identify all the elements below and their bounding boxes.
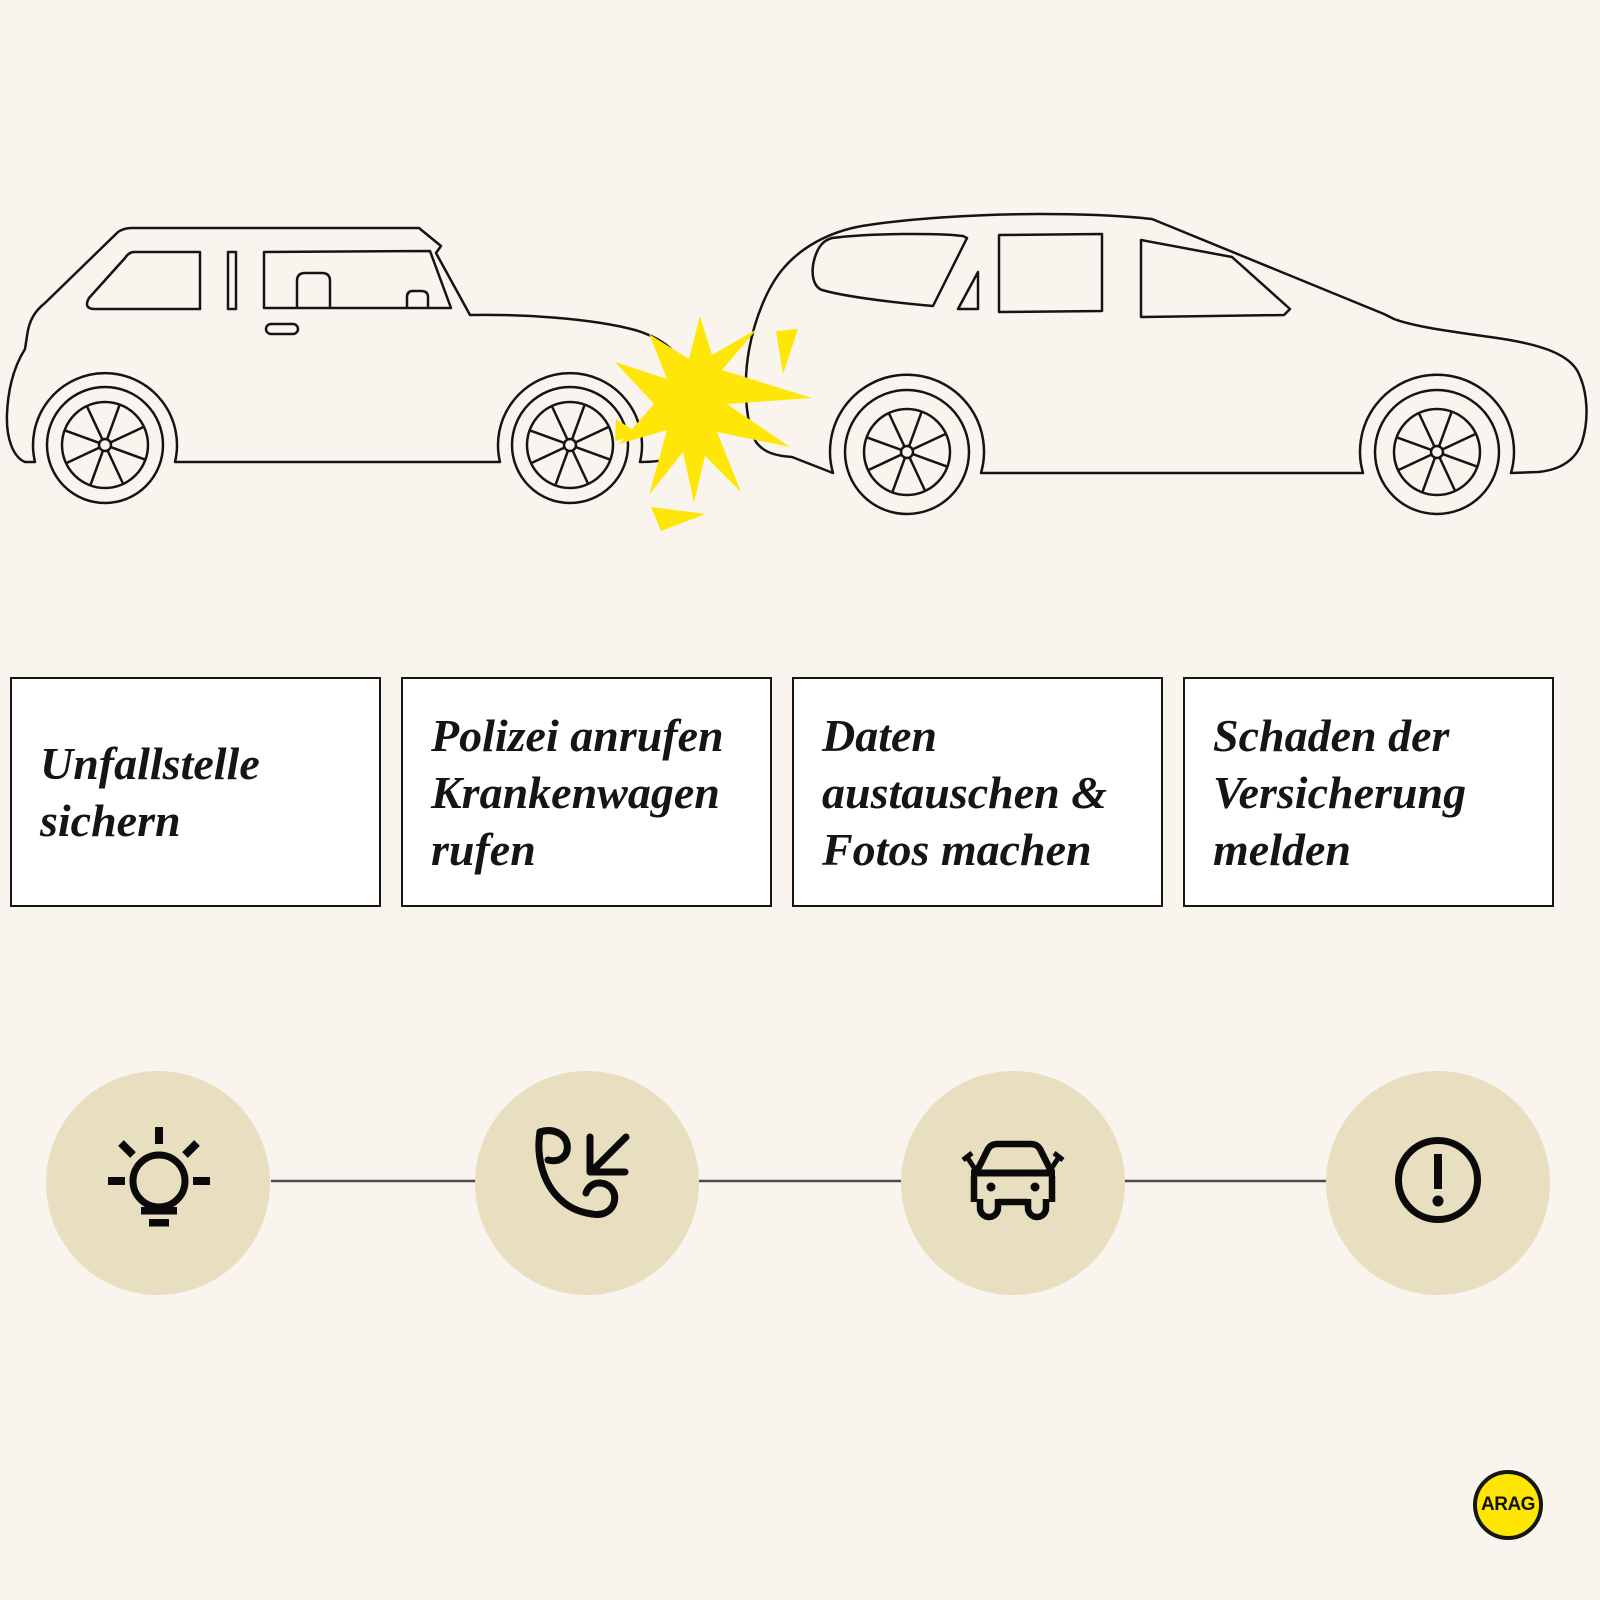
step-circle-3 <box>901 1071 1125 1295</box>
step-card-3: Daten austauschen & Fotos machen <box>792 677 1163 907</box>
step-card-line: Krankenwagen <box>431 766 720 818</box>
step-card-line: Daten <box>822 709 937 761</box>
step-card-line: Versicherung <box>1213 766 1467 818</box>
step-card-line: Schaden der <box>1213 709 1450 761</box>
step-card-4: Schaden der Versicherung melden <box>1183 677 1554 907</box>
step-card-line: rufen <box>431 823 536 875</box>
step-card-line: Fotos machen <box>822 823 1092 875</box>
step-circle-1 <box>46 1071 270 1295</box>
step-circle-2 <box>475 1071 699 1295</box>
step-card-line: Unfallstelle <box>40 738 260 789</box>
step-card-1: Unfallstelle sichern <box>10 677 381 907</box>
arag-logo-text: ARAG <box>1481 1494 1535 1515</box>
step-card-line: sichern <box>40 795 181 846</box>
step-card-2: Polizei anrufen Krankenwagen rufen <box>401 677 772 907</box>
wheel <box>45 385 165 505</box>
arag-logo: ARAG <box>1473 1470 1543 1540</box>
sedan-car-outline <box>744 212 1588 516</box>
wheel <box>1373 388 1501 516</box>
step-card-line: Polizei anrufen <box>431 709 724 761</box>
hatchback-car-outline <box>5 226 691 505</box>
phone-incoming-icon <box>535 1127 630 1218</box>
step-card-line: melden <box>1213 823 1351 875</box>
wheel <box>843 388 971 516</box>
car-front-icon <box>961 1140 1065 1221</box>
collision-starburst-icon <box>615 316 812 531</box>
alert-circle-icon <box>1395 1137 1481 1223</box>
wheel <box>510 385 630 505</box>
step-card-line: austauschen & <box>822 766 1108 818</box>
lightbulb-icon <box>108 1127 210 1227</box>
